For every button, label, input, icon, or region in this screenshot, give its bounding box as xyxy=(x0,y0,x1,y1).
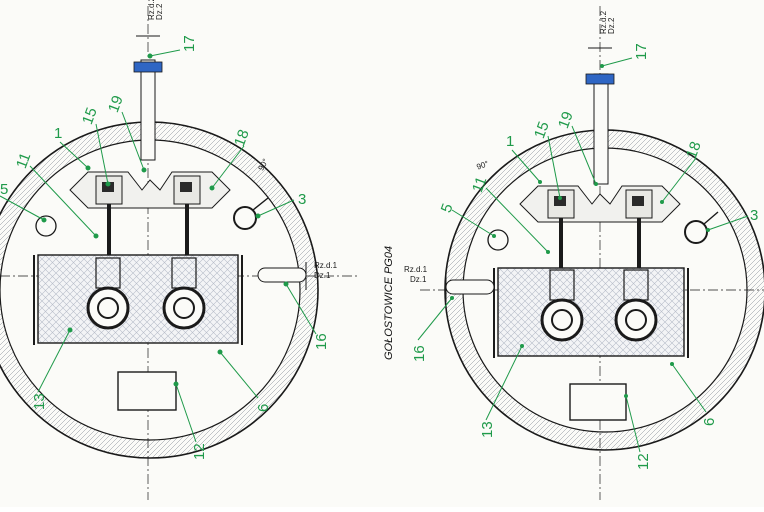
right-callout-6: 6 xyxy=(701,418,718,426)
left-ref-side-b: Dz.1 xyxy=(314,271,331,280)
right-callout-17: 17 xyxy=(633,43,650,60)
right-valve-15 xyxy=(547,189,575,268)
right-callout-3: 3 xyxy=(750,207,758,224)
left-pump-a xyxy=(86,257,130,330)
right-riser-flange xyxy=(585,73,615,85)
right-ref-angle: 90° xyxy=(475,159,489,172)
left-chamber-view: 1 11 15 19 18 3 5 13 12 6 16 17 Rz.d.2 D… xyxy=(0,0,360,500)
right-side-inlet xyxy=(445,279,495,295)
left-ref-side-a: Rz.d.1 xyxy=(314,261,338,270)
right-ref-side-b: Dz.1 xyxy=(410,275,427,284)
right-callout-12: 12 xyxy=(635,453,652,470)
left-callout-3: 3 xyxy=(298,191,306,208)
right-callout-11: 11 xyxy=(469,174,490,194)
left-callout-1: 1 xyxy=(54,125,62,142)
left-callout-16: 16 xyxy=(313,333,330,350)
left-riser-flange xyxy=(133,61,163,73)
left-callout-18: 18 xyxy=(231,127,253,148)
right-valve-18 xyxy=(625,189,653,268)
right-pump-a xyxy=(540,269,584,342)
right-ref-top-a: Rz.d.2 xyxy=(599,10,608,34)
left-valve-18 xyxy=(173,175,201,255)
left-riser-pipe xyxy=(140,59,156,161)
right-callout-1: 1 xyxy=(506,133,514,150)
left-sump xyxy=(117,371,177,411)
left-ref-top-a: Rz.d.2 xyxy=(147,0,156,20)
left-ref-top-b: Dz.2 xyxy=(155,3,164,20)
left-callout-15: 15 xyxy=(79,105,101,126)
left-callout-13: 13 xyxy=(31,393,48,410)
right-tank-5 xyxy=(487,229,509,251)
left-side-inlet xyxy=(257,267,307,283)
left-callout-17: 17 xyxy=(181,35,198,52)
left-callout-19: 19 xyxy=(105,93,127,114)
right-ref-side-a: Rz.d.1 xyxy=(404,265,428,274)
left-callout-5: 5 xyxy=(0,181,8,198)
right-sump xyxy=(569,383,627,421)
right-ref-top-b: Dz.2 xyxy=(607,17,616,34)
left-pump-b xyxy=(162,257,206,330)
right-pump-b xyxy=(614,269,658,342)
right-callout-19: 19 xyxy=(555,109,577,130)
right-callout-18: 18 xyxy=(683,139,705,160)
left-callout-12: 12 xyxy=(191,443,208,460)
left-valve-15 xyxy=(95,175,123,255)
right-callout-13: 13 xyxy=(479,421,496,438)
left-callout-11: 11 xyxy=(13,150,34,170)
right-callout-5: 5 xyxy=(438,201,457,215)
right-callout-15: 15 xyxy=(531,119,553,140)
right-chamber-view: 1 11 15 19 18 3 5 13 12 6 16 17 Rz.d.2 D… xyxy=(404,6,764,500)
left-tank-5 xyxy=(35,215,57,237)
left-tank-3 xyxy=(233,206,257,230)
right-tank-3 xyxy=(684,220,708,244)
right-riser-pipe xyxy=(593,73,609,185)
left-callout-6: 6 xyxy=(255,404,272,412)
right-callout-16: 16 xyxy=(411,345,428,362)
right-station-frame xyxy=(497,267,685,357)
station-caption: GOŁOSTOWICE PG04 xyxy=(383,246,395,360)
